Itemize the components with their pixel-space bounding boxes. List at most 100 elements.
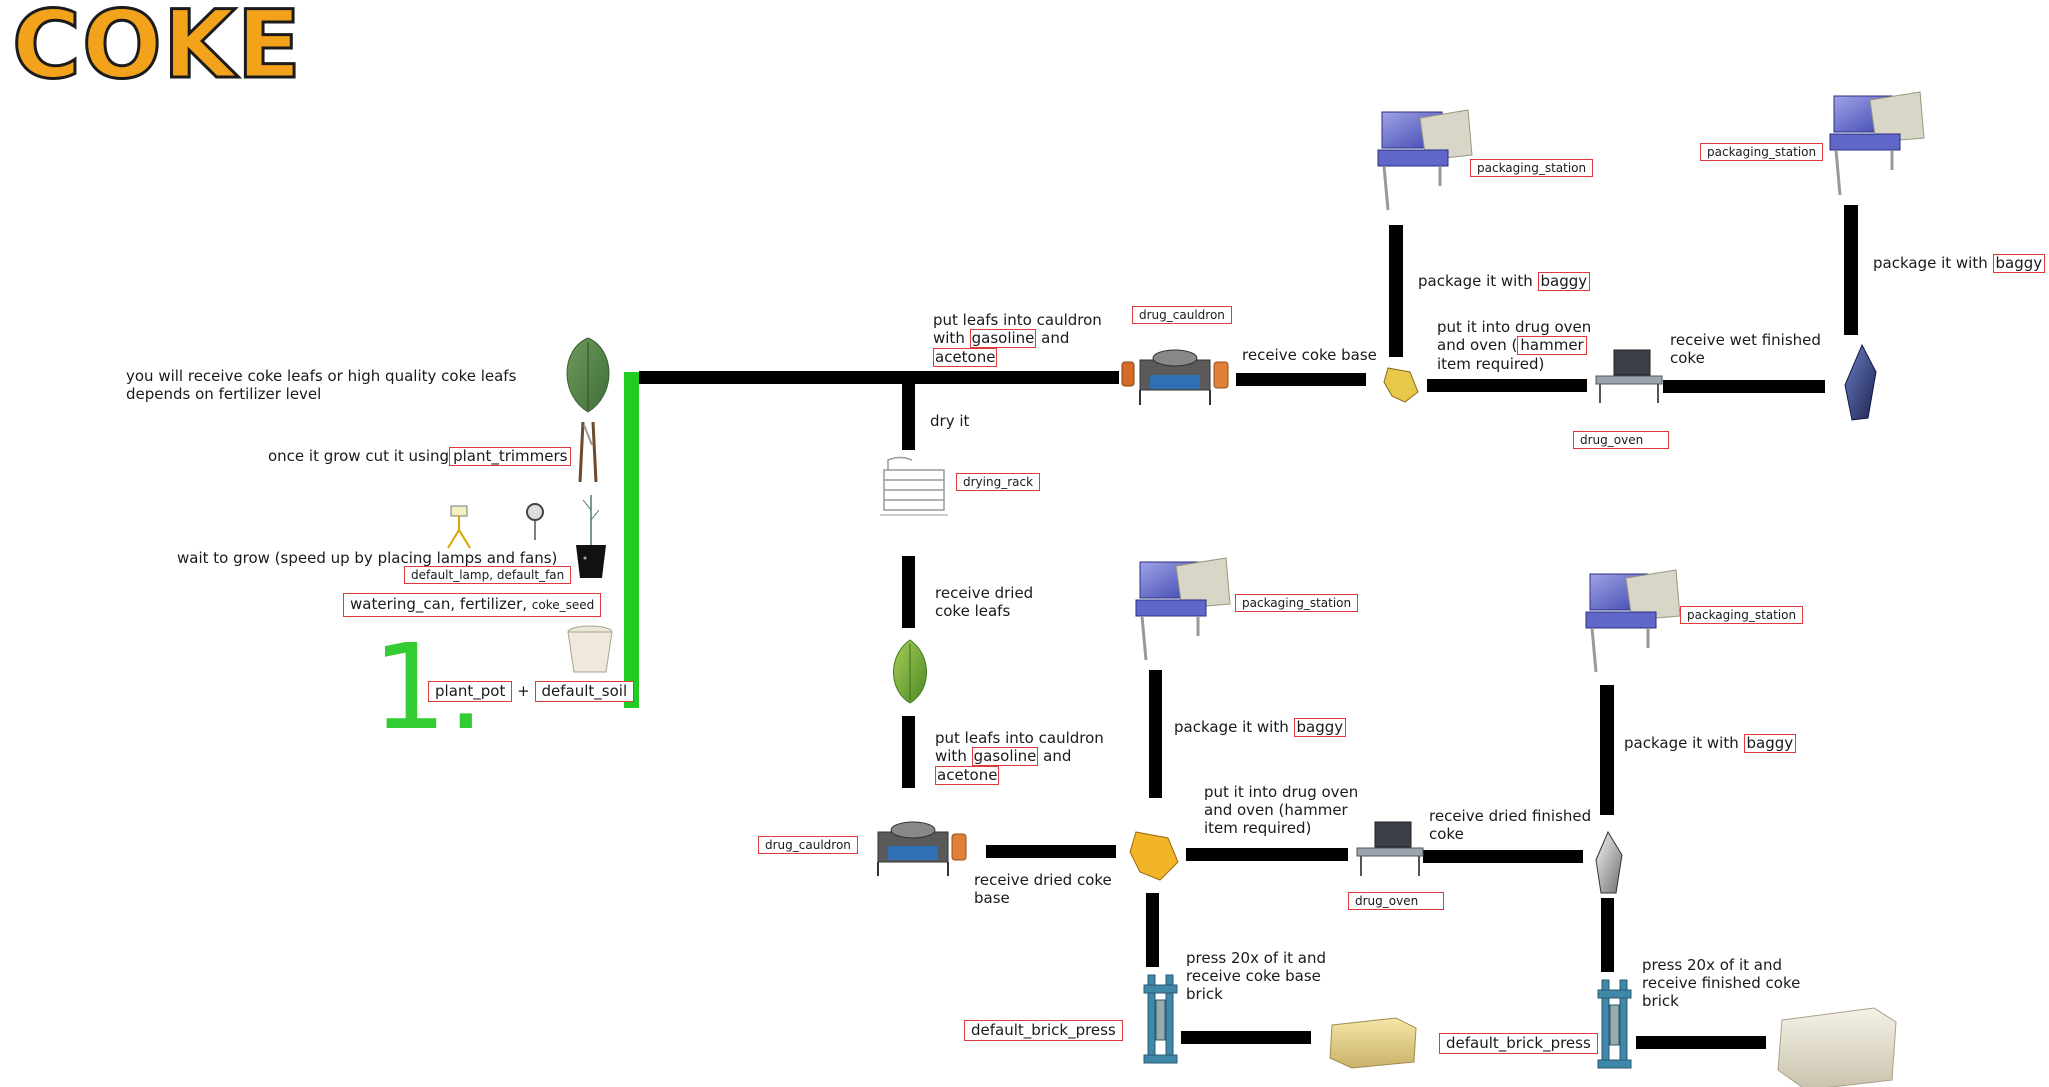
package-prefix-3: package it with (1174, 718, 1289, 736)
brick-press-icon-1 (1143, 974, 1178, 1064)
green-bracket-bar (624, 372, 639, 708)
connector-packaging-bottom-2 (1600, 685, 1614, 815)
drug-cauldron-label-1: drug_cauldron (1132, 306, 1232, 324)
receive-wet-line-2: coke (1670, 349, 1705, 367)
lamps-fans-label: default_lamp, default_fan (404, 566, 572, 584)
drug-oven-label-2: drug_oven (1348, 892, 1444, 910)
press-base-line-1: press 20x of it and (1186, 949, 1326, 967)
put-leafs-line-2: put leafs into cauldron (935, 729, 1104, 747)
watering-prefix: watering_can, fertilizer, (350, 595, 528, 613)
with-word: with (933, 329, 965, 347)
press-base-line-2: receive coke base (1186, 967, 1321, 985)
connector-drying-to-leaf (902, 556, 915, 628)
drug-cauldron-icon (1121, 349, 1229, 405)
gasoline-label: gasoline (969, 329, 1037, 348)
oven-b-line-3: item required) (1204, 819, 1312, 837)
receive-dried-finished-line-2: coke (1429, 825, 1464, 843)
baggy-label-3: baggy (1293, 718, 1347, 737)
receive-dried-base-line-1: receive dried coke (974, 871, 1112, 889)
pot-soil-text: plant_pot + default_soil (428, 681, 635, 702)
seedling-pot-icon (576, 495, 606, 578)
connector-packaging-top-1 (1389, 225, 1403, 357)
connector-press-to-brick-2 (1636, 1036, 1766, 1049)
connector-oven2-to-finished (1423, 850, 1583, 863)
hammer-label: hammer (1517, 336, 1587, 355)
press-finished-line-1: press 20x of it and (1642, 956, 1782, 974)
plant-trimmers-label: plant_trimmers (449, 447, 572, 466)
receive-leafs-line-1: you will receive coke leafs or high qual… (126, 367, 517, 385)
packaging-station-label-1: packaging_station (1470, 159, 1594, 177)
oven-line-2-prefix: and oven ( (1437, 336, 1518, 354)
receive-leafs-line-2: depends on fertilizer level (126, 385, 322, 403)
connector-base2-to-oven2 (1186, 848, 1348, 861)
connector-cauldron-to-base (1236, 373, 1366, 386)
receive-dried-leafs-text: receive dried coke leafs (935, 584, 1033, 620)
coke-seed-label: coke_seed (531, 598, 595, 612)
oven-instructions-2: put it into drug oven and oven (hammer i… (1204, 783, 1358, 837)
package-prefix-1: package it with (1418, 272, 1533, 290)
package-prefix-4: package it with (1624, 734, 1739, 752)
oven-b-line-1: put it into drug oven (1204, 783, 1359, 801)
oven-instructions-1: put it into drug oven and oven (hammer i… (1437, 318, 1591, 373)
watering-fertilizer-box: watering_can, fertilizer, coke_seed (343, 593, 602, 617)
lamp-icon (447, 505, 471, 549)
press-finished-line-3: brick (1642, 992, 1679, 1010)
put-leafs-line: put leafs into cauldron (933, 311, 1102, 329)
default-soil-label: default_soil (534, 681, 635, 702)
baggy-label-2: baggy (1992, 254, 2046, 273)
acetone-label: acetone (933, 348, 998, 367)
connector-oven-to-wet (1663, 380, 1825, 393)
receive-dried-finished-text: receive dried finished coke (1429, 807, 1591, 843)
connector-packaging-bottom-1 (1149, 670, 1162, 798)
dried-coke-base-icon (1129, 831, 1179, 881)
coke-leaf-icon (566, 337, 610, 413)
package-baggy-text-1: package it with baggy (1418, 272, 1591, 291)
brick-press-label-2: default_brick_press (1439, 1033, 1598, 1054)
with-word-2: with (935, 747, 967, 765)
and-word-2: and (1043, 747, 1072, 765)
plant-pot-icon (567, 625, 613, 673)
receive-dried-base-text: receive dried coke base (974, 871, 1112, 907)
drug-oven-icon-2 (1356, 821, 1424, 876)
acetone-label-2: acetone (935, 766, 1000, 785)
packaging-station-icon-2 (1829, 91, 1925, 196)
oven-line-1: put it into drug oven (1437, 318, 1592, 336)
plant-pot-label: plant_pot (428, 681, 513, 702)
package-baggy-text-3: package it with baggy (1174, 718, 1347, 737)
receive-coke-base-text: receive coke base (1242, 346, 1377, 364)
page-title: COKE (11, 0, 303, 100)
wait-grow-text: wait to grow (speed up by placing lamps … (177, 549, 558, 567)
coke-base-icon (1383, 367, 1419, 403)
put-leafs-text-1: put leafs into cauldron with gasoline an… (933, 311, 1102, 367)
receive-leafs-text: you will receive coke leafs or high qual… (126, 367, 516, 403)
receive-wet-text: receive wet finished coke (1670, 331, 1821, 367)
connector-leaf-to-cauldron (902, 716, 915, 788)
packaging-station-label-4: packaging_station (1680, 606, 1804, 624)
connector-to-drying (902, 380, 915, 450)
brick-press-icon-2 (1597, 979, 1632, 1069)
receive-dried-leafs-line-1: receive dried (935, 584, 1034, 602)
connector-cauldron2-to-base2 (986, 845, 1116, 858)
press-finished-text: press 20x of it and receive finished cok… (1642, 956, 1800, 1010)
receive-dried-finished-line-1: receive dried finished (1429, 807, 1592, 825)
receive-wet-line-1: receive wet finished (1670, 331, 1821, 349)
wet-finished-coke-icon (1844, 343, 1877, 421)
oven-b-line-2: and oven (hammer (1204, 801, 1348, 819)
dried-finished-coke-icon (1595, 830, 1623, 894)
dried-coke-leaf-icon (893, 639, 927, 704)
plus-sign: + (517, 682, 530, 700)
package-baggy-text-2: package it with baggy (1873, 254, 2046, 273)
connector-top-horizontal (639, 371, 1119, 384)
package-prefix-2: package it with (1873, 254, 1988, 272)
oven-line-3: item required) (1437, 355, 1545, 373)
receive-dried-base-line-2: base (974, 889, 1010, 907)
package-baggy-text-4: package it with baggy (1624, 734, 1797, 753)
connector-base2-to-press (1146, 893, 1159, 967)
finished-coke-brick-icon (1777, 1007, 1897, 1087)
drying-rack-label: drying_rack (956, 473, 1041, 491)
drug-oven-label-1: drug_oven (1573, 431, 1669, 449)
dry-it-text: dry it (930, 412, 970, 430)
cut-prefix: once it grow cut it using (268, 447, 450, 465)
watering-label: watering_can, fertilizer, coke_seed (343, 593, 602, 617)
